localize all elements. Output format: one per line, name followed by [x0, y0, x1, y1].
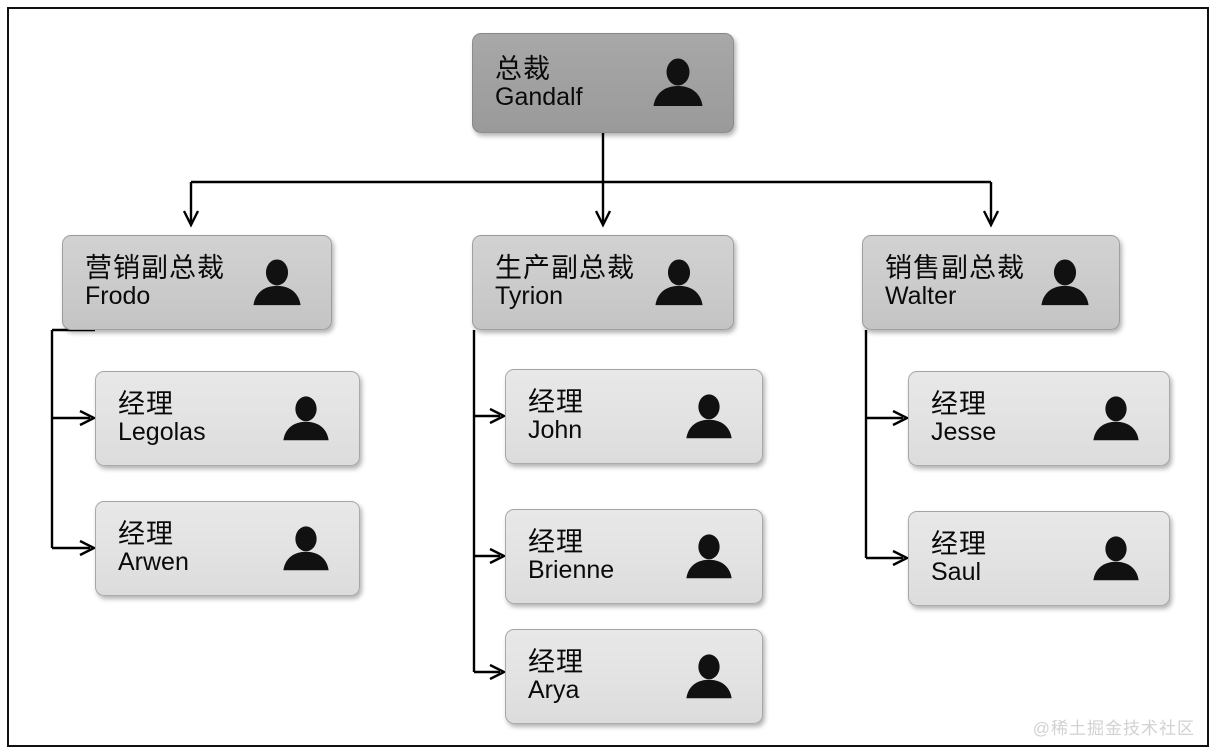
person-silhouette-icon: [283, 395, 329, 440]
node-manager-john[interactable]: 经理 John: [505, 369, 763, 464]
person-silhouette-icon: [253, 258, 301, 305]
node-person: John: [528, 416, 583, 445]
node-person: Saul: [931, 558, 982, 587]
node-person: Brienne: [528, 556, 615, 585]
node-vp-marketing[interactable]: 营销副总裁 Frodo: [62, 235, 332, 330]
node-role: 经理: [528, 527, 584, 558]
person-silhouette-icon: [653, 58, 703, 106]
arrowhead-brienne: [489, 547, 507, 565]
person-silhouette-icon: [686, 393, 732, 438]
arrowhead-jesse: [892, 409, 910, 427]
node-person: Frodo: [85, 282, 151, 311]
node-role: 营销副总裁: [85, 253, 225, 284]
node-person: Walter: [885, 282, 957, 311]
node-vp-production[interactable]: 生产副总裁 Tyrion: [472, 235, 734, 330]
node-manager-legolas[interactable]: 经理 Legolas: [95, 371, 360, 466]
arrowhead-vp-production: [594, 210, 612, 228]
node-person: Arya: [528, 676, 580, 705]
person-silhouette-icon: [686, 653, 732, 698]
person-silhouette-icon: [686, 533, 732, 578]
node-manager-arwen[interactable]: 经理 Arwen: [95, 501, 360, 596]
node-manager-brienne[interactable]: 经理 Brienne: [505, 509, 763, 604]
person-silhouette-icon: [655, 258, 703, 305]
node-person: Tyrion: [495, 282, 564, 311]
person-silhouette-icon: [283, 525, 329, 570]
node-role: 销售副总裁: [885, 253, 1025, 284]
node-manager-jesse[interactable]: 经理 Jesse: [908, 371, 1170, 466]
node-person: Gandalf: [495, 82, 583, 111]
node-manager-arya[interactable]: 经理 Arya: [505, 629, 763, 724]
node-manager-saul[interactable]: 经理 Saul: [908, 511, 1170, 606]
node-person: Arwen: [118, 548, 189, 577]
person-silhouette-icon: [1093, 535, 1139, 580]
person-silhouette-icon: [1041, 258, 1089, 305]
node-role: 经理: [528, 647, 584, 678]
arrowhead-legolas: [79, 409, 97, 427]
node-role: 经理: [118, 389, 174, 420]
arrowhead-arya: [489, 663, 507, 681]
node-role: 经理: [931, 529, 987, 560]
node-role: 生产副总裁: [495, 253, 635, 284]
node-role: 经理: [528, 387, 584, 418]
watermark: @稀土掘金技术社区: [1032, 719, 1195, 738]
node-person: Jesse: [931, 418, 997, 447]
arrowhead-vp-marketing: [182, 210, 200, 228]
node-role: 总裁: [495, 53, 551, 84]
node-person: Legolas: [118, 418, 206, 447]
person-silhouette-icon: [1093, 395, 1139, 440]
node-role: 经理: [118, 519, 174, 550]
arrowhead-vp-sales: [982, 210, 1000, 228]
arrowhead-john: [489, 407, 507, 425]
arrowhead-saul: [892, 549, 910, 567]
node-vp-sales[interactable]: 销售副总裁 Walter: [862, 235, 1120, 330]
node-role: 经理: [931, 389, 987, 420]
arrowhead-arwen: [79, 539, 97, 557]
node-root[interactable]: 总裁 Gandalf: [472, 33, 734, 133]
